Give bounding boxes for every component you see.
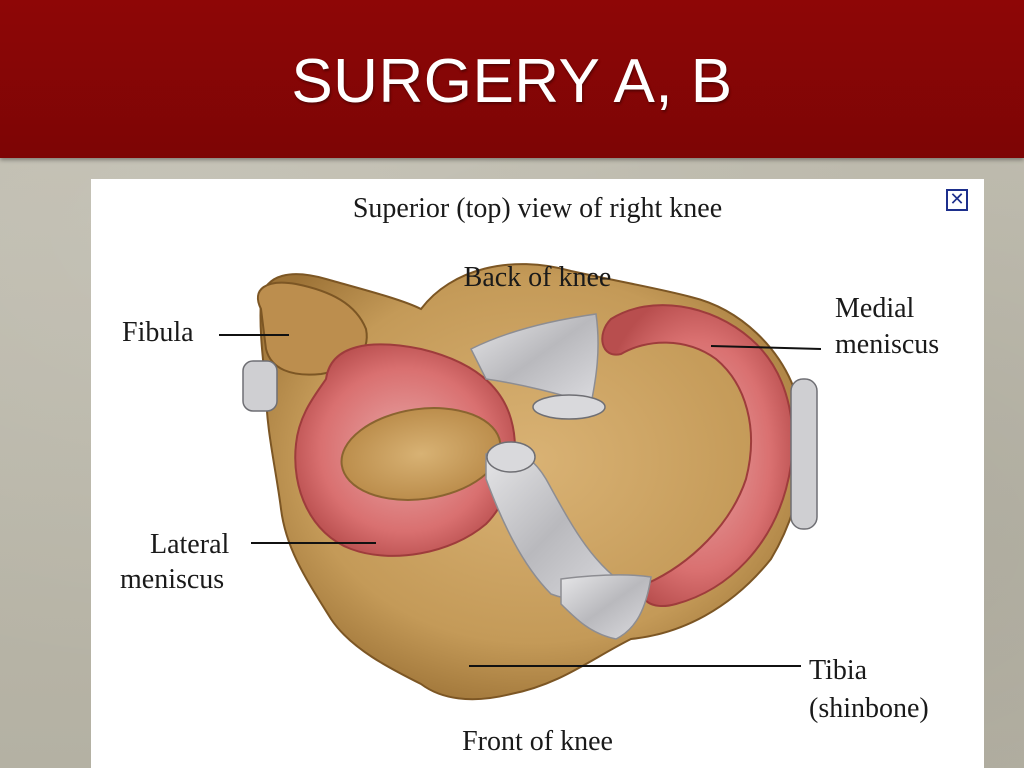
close-icon[interactable]: ✕ (946, 189, 968, 211)
lower-ligament (560, 574, 652, 640)
lateral-label-line1: Lateral (150, 529, 230, 560)
ligament-stump-top (532, 394, 606, 420)
title-bar: SURGERY A, B (0, 0, 1024, 158)
fibula-head (256, 281, 368, 376)
knee-illustration (219, 263, 822, 701)
ligament-stump-center (486, 441, 536, 473)
lateral-label-line2: meniscus (120, 564, 225, 595)
back-of-knee-label: Back of knee (463, 262, 612, 293)
front-of-knee-label: Front of knee (462, 726, 613, 757)
figure-caption: Superior (top) view of right knee (352, 193, 723, 224)
tibia-label-line2: (shinbone) (809, 693, 929, 724)
fibular-collateral-stump (242, 360, 278, 412)
posterior-ligament (469, 313, 599, 405)
knee-figure: Superior (top) view of right knee ✕ (91, 179, 984, 768)
medial-leader (710, 345, 822, 350)
tibial-collateral-stump (790, 378, 818, 530)
medial-label-line2: meniscus (835, 329, 940, 360)
medial-label-line1: Medial (835, 293, 915, 324)
tibia-label-line1: Tibia (809, 655, 868, 686)
slide-title: SURGERY A, B (291, 47, 733, 116)
fibula-label: Fibula (122, 317, 194, 348)
